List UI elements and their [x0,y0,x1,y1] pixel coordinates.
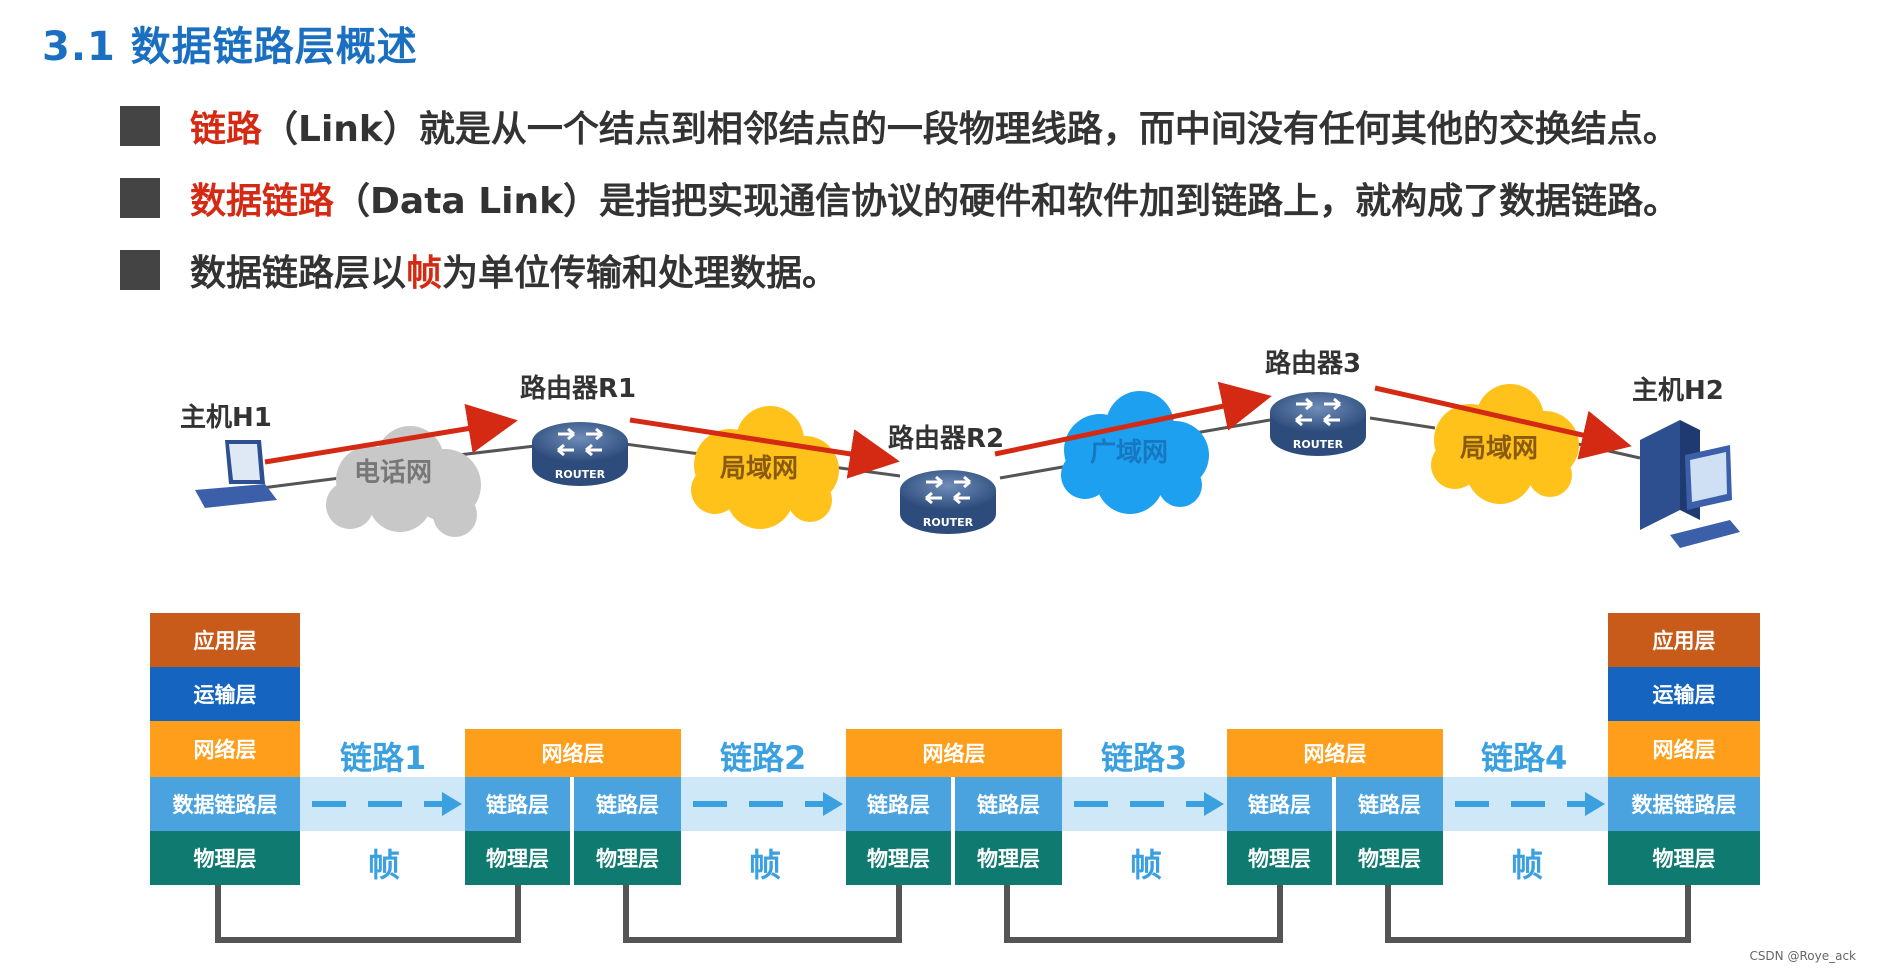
router-tag: ROUTER [555,468,606,481]
bullet-square-icon [120,250,160,290]
bullet-text: （Data Link）是指把实现通信协议的硬件和软件加到链路上，就构成了数据链路… [334,181,1680,222]
r2-physical-layer-out: 物理层 [955,831,1062,885]
r2-network-layer: 网络层 [846,729,1062,777]
lan-2-label: 局域网 [1460,434,1539,464]
r1-physical-layer-in: 物理层 [465,831,572,885]
router-r1-icon [532,422,628,486]
router-tag: ROUTER [1293,438,1344,451]
r1-link-layer-in: 链路层 [465,777,572,831]
bullet-square-icon [120,178,160,218]
r3-network-layer: 网络层 [1227,729,1443,777]
bullet-text: 为单位传输和处理数据。 [442,253,839,294]
link-1-band [300,777,465,831]
h1-physical-layer: 物理层 [150,831,300,885]
frame-label: 帧 [1511,846,1544,884]
r2-link-layer-in: 链路层 [846,777,953,831]
link-3-band [1062,777,1227,831]
router-r3-icon [1270,392,1366,456]
h1-datalink-layer: 数据链路层 [150,777,300,831]
bullet-link-definition: 链路（Link）就是从一个结点到相邻结点的一段物理线路，而中间没有任何其他的交换… [120,96,1679,156]
host-h2-label: 主机H2 [1632,376,1724,406]
page-title: 3.1 数据链路层概述 [42,24,418,70]
laptop-icon [195,440,277,508]
watermark: CSDN @Roye_ack [1749,949,1856,963]
link-2-label: 链路2 [720,739,807,777]
router-r2-label: 路由器R2 [888,424,1005,454]
data-path-arrows [264,381,1632,479]
bullet-text: （Link）就是从一个结点到相邻结点的一段物理线路，而中间没有任何其他的交换结点… [262,109,1679,150]
lan-1-label: 局域网 [720,454,799,484]
bullet-frame-unit: 数据链路层以帧为单位传输和处理数据。 [120,240,838,300]
bullet-highlight: 帧 [406,253,443,294]
r3-link-layer-in: 链路层 [1227,777,1334,831]
router-r3-label: 路由器3 [1265,349,1362,379]
frame-label: 帧 [1130,846,1163,884]
host-h1-label: 主机H1 [180,403,272,433]
h1-network-layer: 网络层 [150,721,300,777]
r3-physical-layer-in: 物理层 [1227,831,1334,885]
bullet-highlight: 链路 [190,109,263,150]
r1-network-layer: 网络层 [465,729,681,777]
r3-physical-layer-out: 物理层 [1336,831,1443,885]
wan-label: 广域网 [1090,438,1169,468]
link-4-label: 链路4 [1481,739,1568,777]
h2-application-layer: 应用层 [1608,613,1760,667]
desktop-computer-icon [1640,420,1740,548]
r1-physical-layer-out: 物理层 [574,831,681,885]
bullet-square-icon [120,106,160,146]
frame-label: 帧 [368,846,401,884]
h2-datalink-layer: 数据链路层 [1608,777,1760,831]
h2-physical-layer: 物理层 [1608,831,1760,885]
r2-link-layer-out: 链路层 [955,777,1062,831]
r1-link-layer-out: 链路层 [574,777,681,831]
router-tag: ROUTER [923,516,974,529]
bullet-data-link-definition: 数据链路（Data Link）是指把实现通信协议的硬件和软件加到链路上，就构成了… [120,168,1679,228]
frame-label: 帧 [749,846,782,884]
h1-application-layer: 应用层 [150,613,300,667]
h2-transport-layer: 运输层 [1608,667,1760,721]
lan-cloud-1 [691,406,839,529]
link-1-label: 链路1 [340,739,427,777]
network-topology-diagram: ROUTER ROUTER ROUTER [195,381,1740,548]
lan-cloud-2 [1431,384,1579,504]
router-r1-label: 路由器R1 [520,374,637,404]
link-2-band [681,777,846,831]
router-r2-icon [900,470,996,534]
phone-network-label: 电话网 [354,458,433,488]
bullet-text: 数据链路层以 [190,253,407,294]
link-4-band [1443,777,1608,831]
bullet-highlight: 数据链路 [190,181,335,222]
link-3-label: 链路3 [1101,739,1188,777]
h2-network-layer: 网络层 [1608,721,1760,777]
r2-physical-layer-in: 物理层 [846,831,953,885]
h1-transport-layer: 运输层 [150,667,300,721]
r3-link-layer-out: 链路层 [1336,777,1443,831]
wan-cloud [1061,391,1209,514]
